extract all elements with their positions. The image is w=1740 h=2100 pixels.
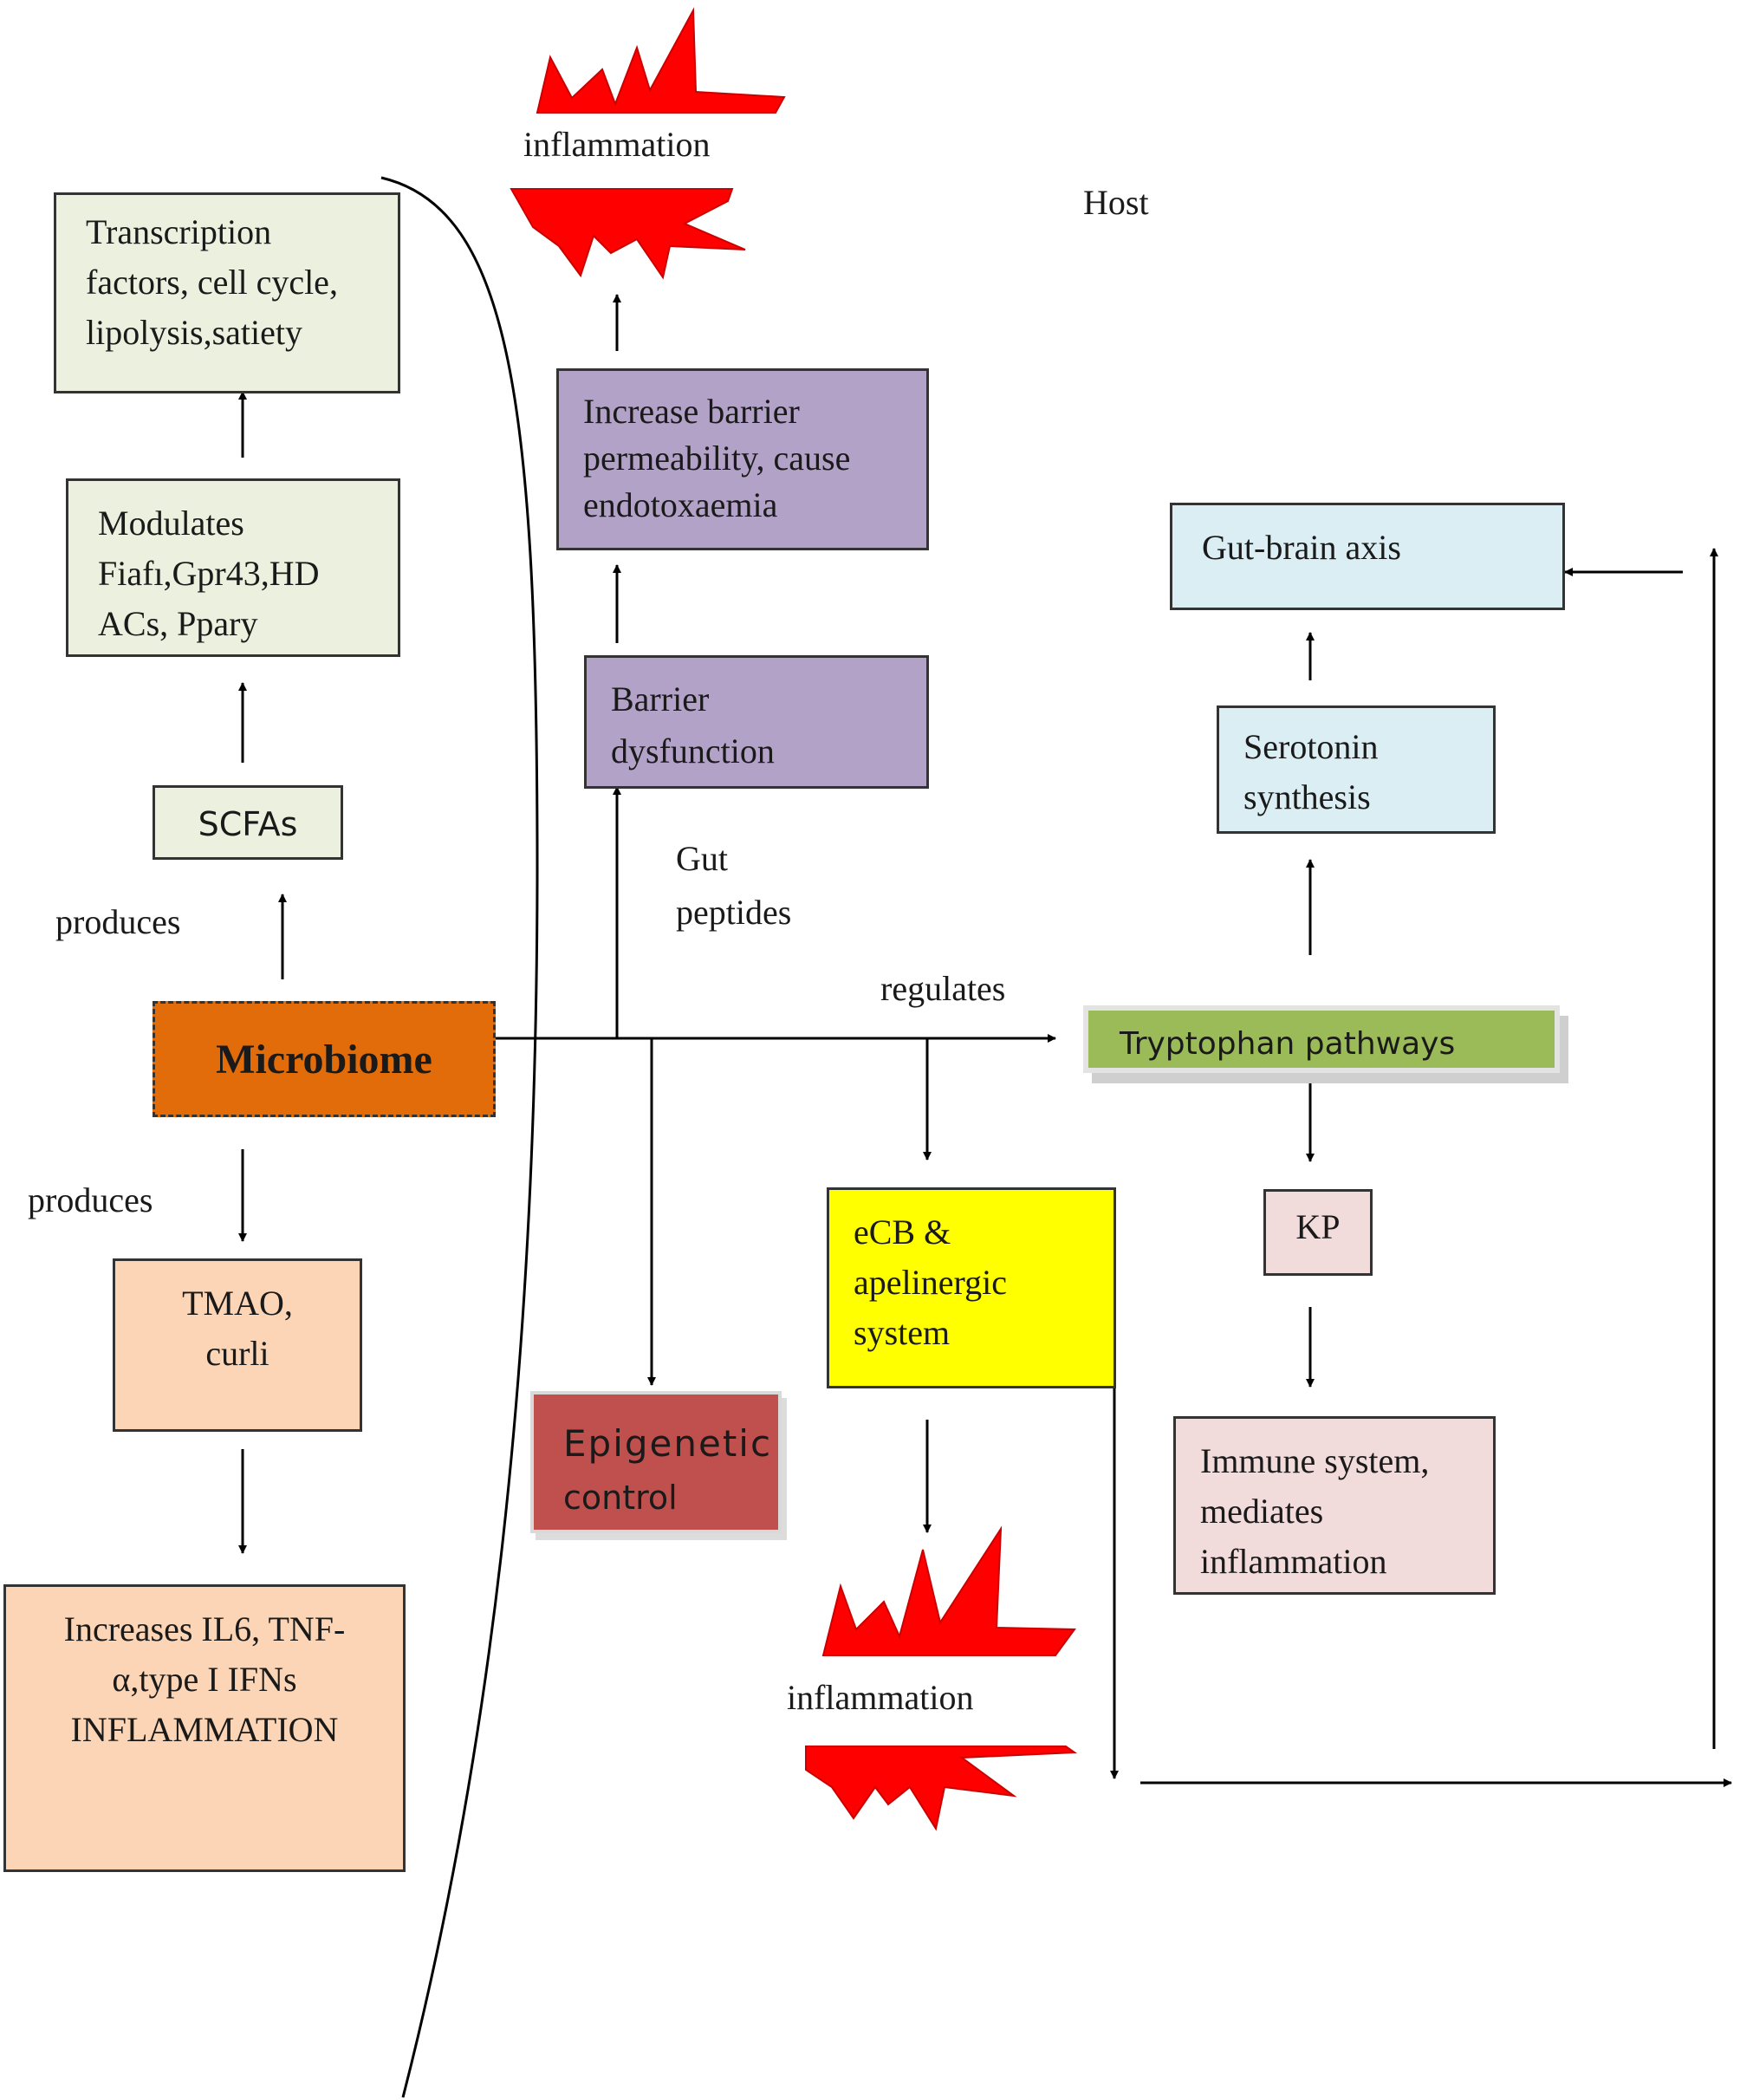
host-label: Host	[1083, 183, 1149, 222]
node-line: α,type I IFNs	[112, 1660, 297, 1699]
edge-label-produces-top: produces	[55, 902, 181, 941]
node-line: Transcription	[86, 212, 272, 251]
inflammation-burst-bottom	[805, 1525, 1077, 1831]
node-modulates[interactable]: Modulates Fiafı,Gpr43,HD ACs, Ppary	[66, 478, 400, 657]
node-microbiome[interactable]: Microbiome	[153, 1001, 496, 1117]
node-line: permeability, cause	[583, 439, 851, 478]
edge-label-produces-bottom: produces	[28, 1180, 153, 1219]
node-line: KP	[1295, 1207, 1341, 1246]
node-transcription[interactable]: Transcription factors, cell cycle, lipol…	[54, 192, 400, 393]
node-line: Barrier	[611, 679, 710, 718]
node-line: Modulates	[98, 504, 244, 543]
node-line: control	[563, 1479, 678, 1517]
node-line: mediates	[1200, 1492, 1324, 1531]
node-scfas[interactable]: SCFAs	[153, 785, 343, 860]
node-line: lipolysis,satiety	[86, 313, 302, 352]
node-increases-il6[interactable]: Increases IL6, TNF- α,type I IFNs INFLAM…	[3, 1584, 406, 1872]
node-line: system	[854, 1313, 951, 1352]
node-barrier-dysfunction[interactable]: Barrier dysfunction	[584, 655, 929, 789]
node-tmao[interactable]: TMAO, curli	[113, 1258, 362, 1432]
inflammation-burst-top	[510, 7, 786, 280]
node-line: factors, cell cycle,	[86, 263, 338, 302]
edge-label-gut-peptides: Gut peptides	[676, 832, 791, 939]
node-line: Immune system,	[1200, 1441, 1430, 1480]
node-line: Increase barrier	[583, 392, 800, 431]
node-line: Fiafı,Gpr43,HD	[98, 554, 320, 593]
node-line: synthesis	[1243, 777, 1371, 816]
node-line: apelinergic	[854, 1263, 1007, 1302]
node-line: curli	[205, 1334, 269, 1373]
node-line: Tryptophan pathways	[1120, 1026, 1456, 1062]
node-line: dysfunction	[611, 731, 775, 770]
edge-label-line: peptides	[676, 893, 792, 932]
node-line: INFLAMMATION	[70, 1710, 339, 1749]
node-kp[interactable]: KP	[1263, 1189, 1373, 1276]
node-gut-brain[interactable]: Gut-brain axis	[1170, 503, 1565, 610]
host-boundary-curve	[380, 176, 539, 2098]
node-line: Epigenetic	[563, 1422, 773, 1465]
node-line: SCFAs	[198, 805, 298, 843]
node-line: Microbiome	[216, 1037, 432, 1083]
node-line: eCB &	[854, 1213, 951, 1252]
node-tryptophan[interactable]: Tryptophan pathways	[1083, 1005, 1560, 1073]
node-line: Serotonin	[1243, 727, 1379, 766]
node-line: ACs, Ppary	[98, 604, 258, 643]
burst-top-label: inflammation	[523, 125, 711, 164]
node-line: Gut-brain axis	[1202, 528, 1401, 567]
node-line: inflammation	[1200, 1542, 1387, 1581]
node-line: TMAO,	[182, 1284, 293, 1323]
node-increase-barrier[interactable]: Increase barrier permeability, cause end…	[556, 368, 929, 550]
node-immune[interactable]: Immune system, mediates inflammation	[1173, 1416, 1496, 1595]
burst-bottom-label: inflammation	[787, 1678, 974, 1717]
node-serotonin[interactable]: Serotonin synthesis	[1217, 705, 1496, 834]
node-epigenetic[interactable]: Epigenetic control	[530, 1391, 782, 1533]
node-line: endotoxaemia	[583, 485, 778, 524]
node-line: Increases IL6, TNF-	[63, 1609, 346, 1648]
node-ecb[interactable]: eCB & apelinergic system	[827, 1187, 1116, 1388]
edge-label-regulates: regulates	[880, 969, 1006, 1008]
edge-label-line: Gut	[676, 839, 728, 878]
